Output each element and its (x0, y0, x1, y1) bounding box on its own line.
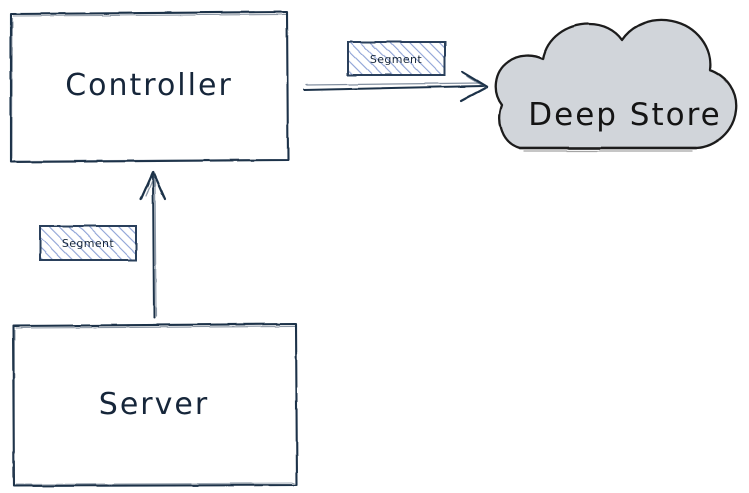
segment-label-left-text: Segment (62, 237, 115, 250)
cloud-shape (494, 18, 738, 152)
segment-label-left-box (39, 225, 137, 261)
node-deep-store[interactable]: Deep Store (494, 18, 738, 152)
segment-label-top-text: Segment (370, 53, 423, 66)
segment-label-left[interactable]: Segment (39, 225, 137, 261)
edge-horizontal-line (303, 70, 489, 103)
segment-label-top-box (347, 41, 446, 76)
server-label: Server (99, 387, 209, 422)
node-server[interactable]: Server (11, 322, 299, 488)
segment-label-top[interactable]: Segment (347, 41, 446, 76)
controller-box-outline (9, 10, 290, 164)
deep-store-label: Deep Store (528, 97, 721, 133)
edge-controller-to-deep-store[interactable]: Segment (303, 41, 489, 103)
node-controller[interactable]: Controller (9, 10, 290, 164)
controller-label: Controller (65, 68, 233, 103)
server-box-outline (11, 322, 299, 488)
edge-server-to-controller[interactable]: Segment (39, 170, 167, 319)
edge-vertical-line (139, 170, 167, 319)
